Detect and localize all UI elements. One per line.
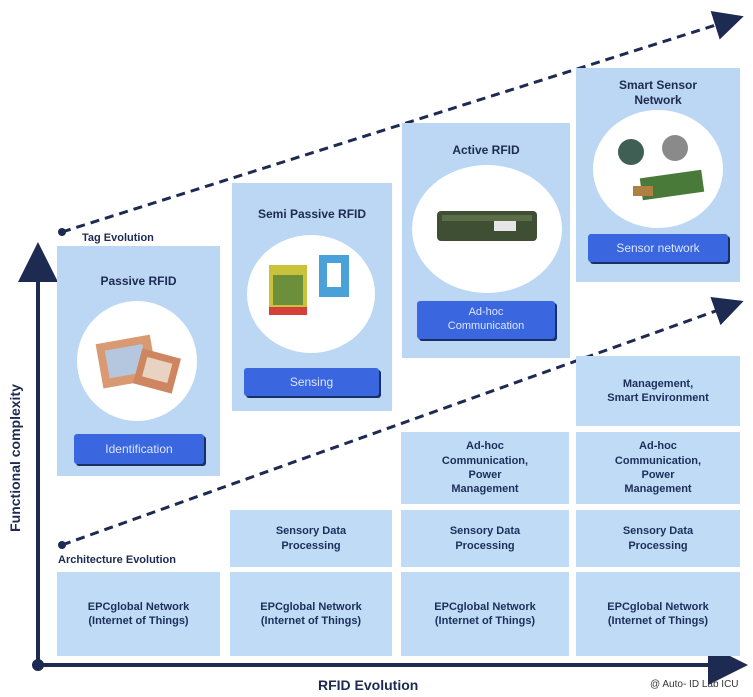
sensory-cell-semi: Sensory Data Processing bbox=[230, 510, 392, 567]
management-cell: Management, Smart Environment bbox=[576, 356, 740, 426]
tag-evolution-label: Tag Evolution bbox=[82, 232, 154, 244]
panel-title: Active RFID bbox=[452, 143, 520, 157]
sensory-cell-active: Sensory Data Processing bbox=[401, 510, 569, 567]
architecture-evolution-label: Architecture Evolution bbox=[58, 554, 176, 566]
panel-title: Semi Passive RFID bbox=[257, 207, 367, 221]
origin-dot bbox=[32, 659, 44, 671]
passive-tag-icon bbox=[95, 334, 181, 394]
ad-hoc-communication-capability: Ad-hoc Communication bbox=[417, 301, 555, 339]
tag-trend-start bbox=[58, 228, 66, 236]
sensor-network-capability: Sensor network bbox=[588, 234, 728, 262]
epcglobal-cell-passive: EPCglobal Network (Internet of Things) bbox=[57, 572, 220, 656]
smart-sensor-network-panel: Smart Sensor Network Sensor network bbox=[576, 68, 740, 282]
adhoc-cell-smart: Ad-hoc Communication, Power Management bbox=[576, 432, 740, 504]
tag-trend-arrow bbox=[61, 10, 744, 234]
credit-text: @ Auto- ID Lab ICU bbox=[650, 679, 739, 690]
adhoc-cell-active: Ad-hoc Communication, Power Management bbox=[401, 432, 569, 504]
semi-passive-tag-icon bbox=[269, 255, 349, 315]
x-axis-label: RFID Evolution bbox=[318, 677, 419, 693]
epcglobal-cell-semi: EPCglobal Network (Internet of Things) bbox=[230, 572, 392, 656]
tag-image-circle bbox=[412, 165, 562, 293]
active-rfid-panel: Active RFID Ad-hoc Communication bbox=[402, 123, 570, 358]
panel-title: Smart Sensor Network bbox=[618, 78, 698, 107]
passive-rfid-panel: Passive RFID Identification bbox=[57, 246, 220, 476]
identification-capability: Identification bbox=[74, 434, 204, 464]
sensor-network-icon bbox=[618, 135, 705, 201]
sensing-capability: Sensing bbox=[244, 368, 379, 396]
panel-title: Passive RFID bbox=[100, 274, 177, 288]
tag-image-circle bbox=[247, 235, 375, 353]
epcglobal-cell-smart: EPCglobal Network (Internet of Things) bbox=[576, 572, 740, 656]
semi-passive-rfid-panel: Semi Passive RFID Sensing bbox=[232, 183, 392, 411]
architecture-trend-start bbox=[58, 541, 66, 549]
tag-image-circle bbox=[77, 301, 197, 421]
y-axis-label: Functional complexity bbox=[7, 384, 23, 532]
epcglobal-cell-active: EPCglobal Network (Internet of Things) bbox=[401, 572, 569, 656]
tag-image-circle bbox=[593, 110, 723, 228]
sensory-cell-smart: Sensory Data Processing bbox=[576, 510, 740, 567]
active-tag-icon bbox=[437, 211, 537, 241]
